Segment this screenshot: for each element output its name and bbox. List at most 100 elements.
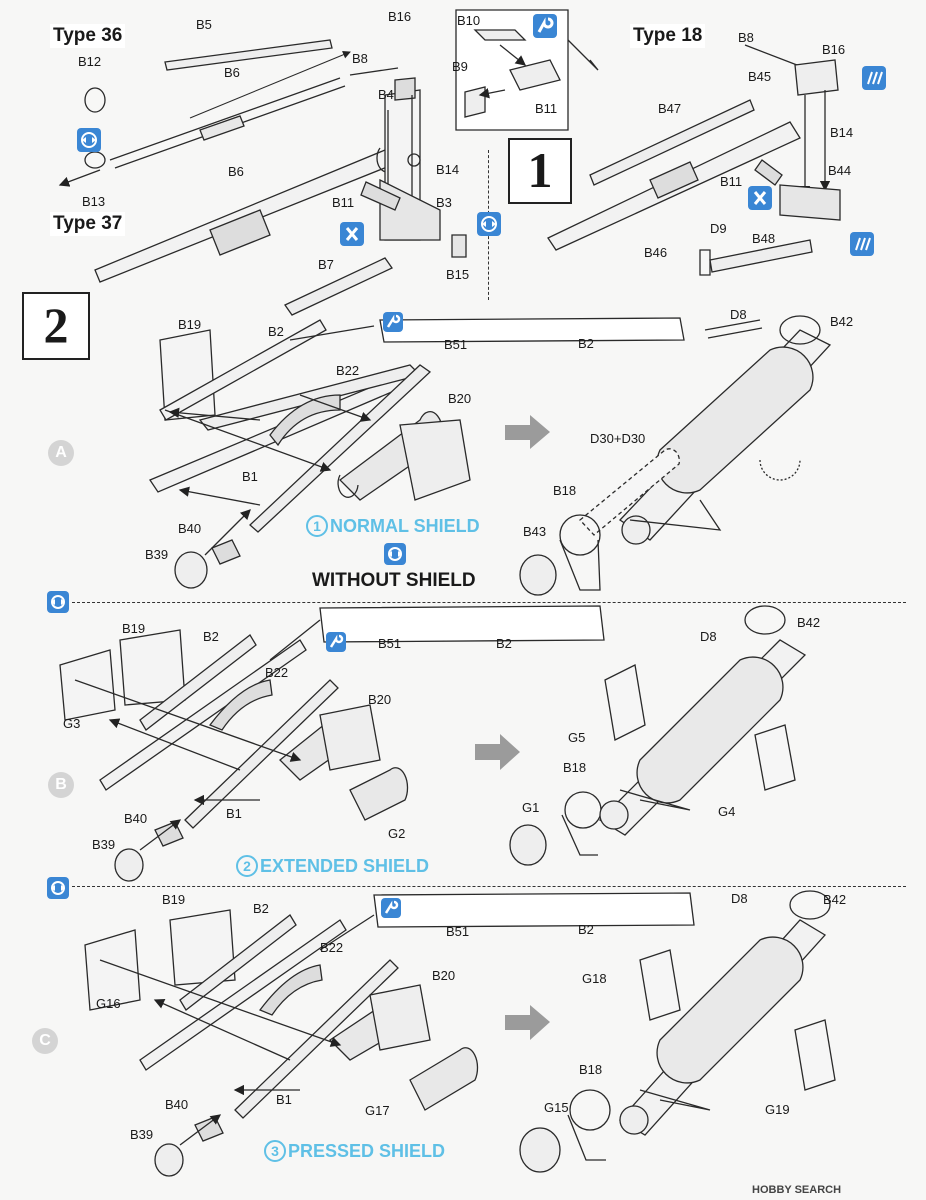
- part-label: B42: [823, 892, 847, 907]
- type-label: Type 36: [50, 24, 126, 48]
- part-label: B2: [578, 922, 594, 937]
- option-label: EXTENDED SHIELD: [260, 856, 430, 876]
- part-label: G18: [582, 971, 607, 986]
- part-label: B51: [444, 337, 468, 352]
- part-label: B19: [178, 317, 202, 332]
- variant-marker: A: [48, 440, 74, 466]
- part-label: D9: [710, 221, 727, 236]
- part-label: B19: [122, 621, 146, 636]
- part-label: G17: [365, 1103, 390, 1118]
- watermark: HOBBY SEARCH: [752, 1184, 842, 1196]
- part-label: B20: [432, 968, 456, 983]
- part-label: B18: [553, 483, 577, 498]
- part-label: B51: [378, 636, 402, 651]
- section-divider: [72, 886, 906, 887]
- part-label: G2: [388, 826, 406, 841]
- part-label: B45: [748, 69, 772, 84]
- part-label: D30+D30: [590, 431, 646, 446]
- variant-marker: C: [32, 1028, 58, 1054]
- part-label: B51: [446, 924, 470, 939]
- part-label: B22: [336, 363, 360, 378]
- part-label: B16: [388, 9, 412, 24]
- part-label: B40: [178, 521, 202, 536]
- part-label: B16: [822, 42, 846, 57]
- step-number: 2: [22, 292, 90, 360]
- part-label: B18: [563, 760, 587, 775]
- part-label: G3: [63, 716, 81, 731]
- part-label: B1: [226, 806, 242, 821]
- part-label: B2: [496, 636, 512, 651]
- alternative-label: WITHOUT SHIELD: [312, 570, 476, 591]
- part-label: B6: [228, 164, 244, 179]
- part-label: B13: [82, 194, 106, 209]
- option-label: PRESSED SHIELD: [288, 1141, 446, 1161]
- glue-icon: [533, 14, 557, 38]
- step-number: 1: [508, 138, 572, 204]
- hatch-icon: [862, 66, 886, 90]
- part-label: B48: [752, 231, 776, 246]
- part-label: G16: [96, 996, 121, 1011]
- type-label: Type 18: [630, 24, 706, 48]
- part-label: B2: [268, 324, 284, 339]
- part-label: B12: [78, 54, 102, 69]
- option-number: 2: [236, 855, 258, 877]
- part-label: B42: [830, 314, 854, 329]
- part-label: B40: [165, 1097, 189, 1112]
- part-label: B18: [579, 1062, 603, 1077]
- part-label: B1: [276, 1092, 292, 1107]
- part-label: B22: [320, 940, 344, 955]
- part-label: B47: [658, 101, 682, 116]
- option-number: 1: [306, 515, 328, 537]
- part-label: B8: [738, 30, 754, 45]
- cut-icon: [748, 186, 772, 210]
- part-label: B7: [318, 257, 334, 272]
- part-label: G1: [522, 800, 540, 815]
- glue-icon: [326, 632, 346, 652]
- part-label: B20: [368, 692, 392, 707]
- section-divider: [72, 602, 906, 603]
- variant-marker: B: [48, 772, 74, 798]
- part-label: B43: [523, 524, 547, 539]
- part-label: B14: [830, 125, 854, 140]
- part-label: B22: [265, 665, 289, 680]
- part-label: B10: [457, 13, 481, 28]
- part-label: B5: [196, 17, 212, 32]
- part-label: G5: [568, 730, 586, 745]
- part-label: B42: [797, 615, 821, 630]
- option-number: 3: [264, 1140, 286, 1162]
- part-label: B2: [578, 336, 594, 351]
- part-label: B46: [644, 245, 668, 260]
- part-label: B15: [446, 267, 470, 282]
- option-label: NORMAL SHIELD: [330, 516, 480, 536]
- part-label: B40: [124, 811, 148, 826]
- glue-icon: [383, 312, 403, 332]
- part-label: B44: [828, 163, 852, 178]
- symmetrical-parts-icon: [47, 877, 69, 899]
- part-label: B2: [203, 629, 219, 644]
- part-label: B19: [162, 892, 186, 907]
- part-label: G15: [544, 1100, 569, 1115]
- symmetrical-parts-icon: [384, 543, 406, 565]
- part-label: B2: [253, 901, 269, 916]
- part-label: B39: [130, 1127, 154, 1142]
- part-label: B39: [145, 547, 169, 562]
- part-label: B39: [92, 837, 116, 852]
- part-label: B11: [535, 101, 558, 116]
- part-label: G4: [718, 804, 736, 819]
- type-label: Type 37: [50, 212, 126, 236]
- hatch-icon: [850, 232, 874, 256]
- part-label: D8: [731, 891, 748, 906]
- part-label: B11: [720, 174, 743, 189]
- part-label: B4: [378, 87, 394, 102]
- part-label: D8: [730, 307, 747, 322]
- part-label: B3: [436, 195, 452, 210]
- part-label: B1: [242, 469, 258, 484]
- cut-icon: [340, 222, 364, 246]
- symmetrical-parts-icon: [47, 591, 69, 613]
- symmetrical-parts-icon: [77, 128, 101, 152]
- part-label: B20: [448, 391, 472, 406]
